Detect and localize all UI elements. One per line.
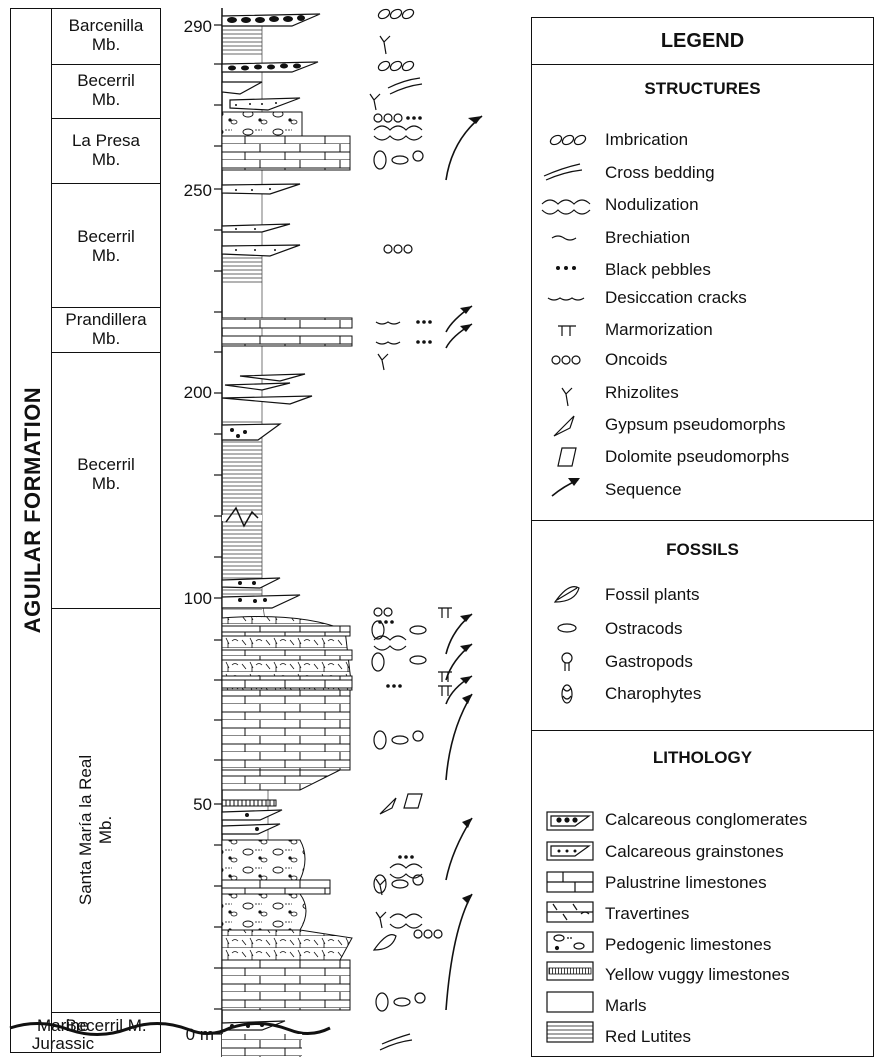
imbrication-icon — [377, 8, 415, 21]
calcareous-conglomerates-icon — [547, 812, 593, 830]
legend-divider — [531, 730, 874, 731]
log-structures — [360, 0, 530, 1057]
legend-fossil-label: Gastropods — [605, 652, 693, 672]
legend-fossil-label: Fossil plants — [605, 585, 699, 605]
legend-structure-label: Sequence — [605, 480, 682, 500]
legend-structure-label: Rhizolites — [605, 383, 679, 403]
legend-structure-label: Desiccation cracks — [605, 288, 747, 308]
legend-lithology-title: LITHOLOGY — [531, 748, 874, 768]
cross-bedding-icon — [544, 164, 582, 180]
charophytes-icon — [562, 685, 572, 703]
legend-structure-label: Oncoids — [605, 350, 667, 370]
brechiation-icon — [552, 236, 576, 240]
legend-fossil-label: Charophytes — [605, 684, 701, 704]
legend-fossil-icons — [545, 578, 595, 708]
legend-structure-label: Dolomite pseudomorphs — [605, 447, 789, 467]
oncoids-icon — [552, 356, 580, 364]
marmorization-icon — [558, 326, 576, 336]
calcareous-grainstones-icon — [547, 842, 593, 860]
legend-structure-label: Cross bedding — [605, 163, 715, 183]
legend-divider — [531, 64, 874, 65]
legend-structures-title: STRUCTURES — [531, 79, 874, 99]
imbrication-icon — [549, 134, 587, 147]
yellow-vuggy-limestones-icon — [547, 962, 593, 980]
gypsum-pseudomorphs-icon — [554, 416, 574, 436]
legend-structure-label: Marmorization — [605, 320, 713, 340]
legend-lithology-label: Calcareous grainstones — [605, 842, 784, 862]
legend-structure-label: Gypsum pseudomorphs — [605, 415, 785, 435]
legend-lithology-label: Travertines — [605, 904, 689, 924]
legend-fossil-label: Ostracods — [605, 619, 682, 639]
nodulization-icon — [542, 200, 590, 214]
legend-structure-label: Brechiation — [605, 228, 690, 248]
legend-fossils-title: FOSSILS — [531, 540, 874, 560]
legend-structure-label: Imbrication — [605, 130, 688, 150]
ostracods-icon — [558, 624, 576, 632]
travertines-icon — [547, 902, 593, 922]
rhizolites-icon — [562, 388, 572, 406]
legend-lithology-label: Pedogenic limestones — [605, 935, 771, 955]
legend-lithology-icons — [545, 808, 597, 1048]
fossil-plants-icon — [555, 587, 579, 602]
legend-lithology-label: Yellow vuggy limestones — [605, 965, 790, 985]
legend-structure-label: Black pebbles — [605, 260, 711, 280]
legend-divider — [531, 520, 874, 521]
gastropods-icon — [562, 653, 572, 671]
legend-title: LEGEND — [531, 30, 874, 53]
legend-lithology-label: Palustrine limestones — [605, 873, 767, 893]
legend-structure-label: Nodulization — [605, 195, 699, 215]
red-lutites-icon — [547, 1022, 593, 1042]
pedogenic-limestones-icon — [547, 932, 593, 952]
legend-lithology-label: Marls — [605, 996, 647, 1016]
palustrine-limestones-icon — [547, 872, 593, 892]
desiccation-cracks-icon — [548, 298, 584, 300]
dolomite-pseudomorphs-icon — [558, 448, 576, 466]
legend-structure-icons — [540, 120, 600, 510]
marls-icon — [547, 992, 593, 1012]
legend-lithology-label: Red Lutites — [605, 1027, 691, 1047]
legend-lithology-label: Calcareous conglomerates — [605, 810, 807, 830]
